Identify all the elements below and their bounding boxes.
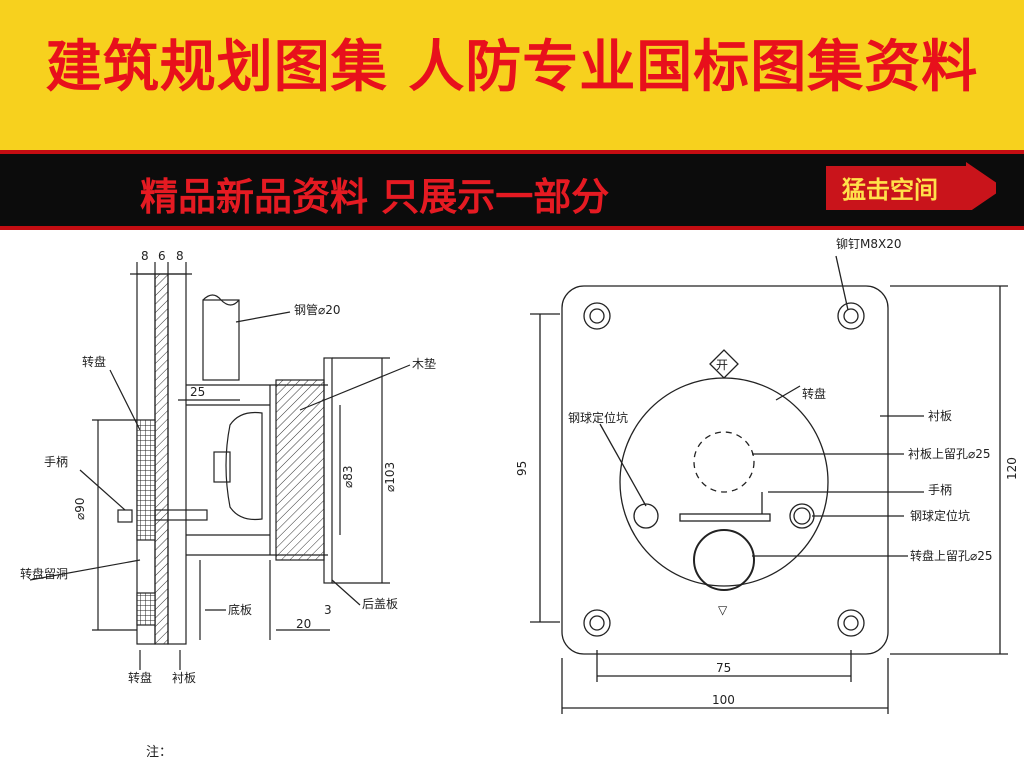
dim-120: 120 bbox=[1005, 457, 1019, 480]
phi103-label: ⌀103 bbox=[383, 462, 397, 492]
front-view bbox=[530, 255, 1008, 714]
turntable-label-bottom: 转盘 bbox=[128, 670, 152, 685]
ball-pit-right-label: 钢球定位坑 bbox=[910, 508, 970, 523]
turntable-hole-label: 转盘留洞 bbox=[20, 566, 68, 581]
dim-8-left: 8 bbox=[141, 249, 149, 263]
dim-95: 95 bbox=[515, 461, 529, 476]
arrow-icon[interactable] bbox=[826, 162, 996, 210]
note-label: 注： bbox=[146, 745, 172, 760]
liner-hole-label: 衬板上留孔⌀25 bbox=[908, 447, 991, 461]
banner-subtitle: 精品新品资料 只展示一部分 bbox=[140, 175, 610, 219]
back-cover-label: 后盖板 bbox=[362, 597, 398, 611]
phi83-label: ⌀83 bbox=[341, 466, 355, 489]
open-mark: 开 bbox=[716, 358, 728, 372]
drawing-canvas: 8 6 8 钢管⌀20 25 木垫 转盘 手柄 ⌀90 ⌀83 ⌀103 转盘留… bbox=[20, 236, 1019, 760]
liner-label-bottom: 衬板 bbox=[172, 671, 196, 685]
turntable-hole-front-label: 转盘上留孔⌀25 bbox=[910, 548, 993, 563]
front-view-labels: 铆钉M8X20 开 转盘 衬板 钢球定位坑 衬板上留孔⌀25 手柄 钢球定位坑 … bbox=[515, 236, 1019, 707]
technical-drawing: 8 6 8 钢管⌀20 25 木垫 转盘 手柄 ⌀90 ⌀83 ⌀103 转盘留… bbox=[0, 230, 1024, 768]
cta-button[interactable]: 猛击空间 bbox=[842, 176, 938, 204]
dim-20: 20 bbox=[296, 617, 311, 631]
wood-pad-label: 木垫 bbox=[412, 356, 436, 371]
dim-6: 6 bbox=[158, 249, 166, 263]
dim-3: 3 bbox=[324, 603, 332, 617]
dim-75: 75 bbox=[716, 661, 731, 675]
turntable-label: 转盘 bbox=[802, 386, 826, 401]
dim-25: 25 bbox=[190, 385, 205, 399]
rivet-label: 铆钉M8X20 bbox=[836, 236, 901, 251]
dim-8-right: 8 bbox=[176, 249, 184, 263]
top-banner: 建筑规划图集 人防专业国标图集资料 bbox=[0, 0, 1024, 150]
ball-pit-left-label: 钢球定位坑 bbox=[568, 410, 628, 425]
close-mark: ▽ bbox=[718, 603, 728, 617]
liner-label: 衬板 bbox=[928, 409, 952, 423]
side-view bbox=[29, 262, 411, 670]
pipe-label: 钢管⌀20 bbox=[294, 302, 341, 317]
banner-title: 建筑规划图集 人防专业国标图集资料 bbox=[45, 35, 979, 100]
side-view-labels: 8 6 8 钢管⌀20 25 木垫 转盘 手柄 ⌀90 ⌀83 ⌀103 转盘留… bbox=[20, 249, 436, 685]
dim-100: 100 bbox=[712, 693, 735, 707]
phi90-label: ⌀90 bbox=[73, 498, 87, 521]
handle-label-front: 手柄 bbox=[928, 483, 952, 497]
turntable-label-top: 转盘 bbox=[82, 354, 106, 369]
base-plate-label: 底板 bbox=[228, 602, 252, 617]
handle-label: 手柄 bbox=[44, 455, 68, 469]
